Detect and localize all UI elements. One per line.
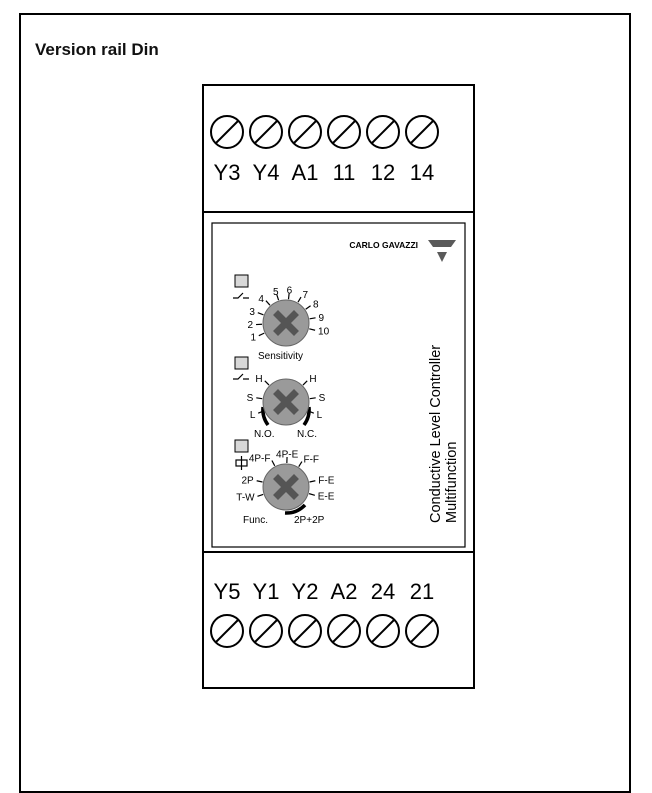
dial-tick-label: T-W [236, 493, 255, 504]
dial-tick-label: 4P-F [249, 453, 271, 464]
dial-tick-label: 2P [241, 476, 254, 487]
top-screw-icon[interactable] [289, 116, 321, 148]
bottom-terminal-label: A2 [331, 579, 358, 604]
bottom-terminal-label: 24 [371, 579, 395, 604]
top-screw-icon[interactable] [367, 116, 399, 148]
dial-tick-label: 2 [247, 320, 253, 331]
dial-tick-label: L [317, 410, 323, 421]
top-terminal-block [203, 85, 474, 212]
dial-tick-label: 3 [249, 307, 255, 318]
dial-tick-label: F-F [303, 455, 319, 466]
dial-tick-label: E-E [318, 492, 335, 503]
top-terminal-label: 14 [410, 160, 434, 185]
dial-tick-label: F-E [318, 476, 334, 487]
dial-tick-label: 7 [303, 290, 309, 301]
led-indicator-2 [235, 357, 248, 369]
bottom-screw-icon[interactable] [289, 615, 321, 647]
dial-tick [256, 398, 262, 399]
normally-closed-label: N.C. [297, 429, 317, 440]
function-label: Func. [243, 515, 268, 526]
dial-tick-label: 9 [318, 313, 324, 324]
bottom-terminal-label: 21 [410, 579, 434, 604]
top-terminal-label: A1 [292, 160, 319, 185]
top-screw-icon[interactable] [250, 116, 282, 148]
bottom-screw-icon[interactable] [367, 615, 399, 647]
dial-tick-label: 4P-E [276, 450, 299, 461]
top-screw-icon[interactable] [406, 116, 438, 148]
bottom-terminal-label: Y2 [292, 579, 319, 604]
bottom-screw-icon[interactable] [250, 615, 282, 647]
function-2p2p-label: 2P+2P [294, 515, 325, 526]
dial-tick-label: 5 [273, 287, 279, 298]
top-terminal-label: Y4 [253, 160, 280, 185]
top-screw-icon[interactable] [328, 116, 360, 148]
dial-tick-label: 10 [318, 326, 330, 337]
bottom-terminal-label: Y5 [214, 579, 241, 604]
dial-tick-label: L [250, 410, 256, 421]
normally-open-label: N.O. [254, 429, 275, 440]
dial-tick-label: 1 [251, 332, 257, 343]
dial-tick-label: H [309, 374, 316, 385]
dial-tick-label: 8 [313, 300, 319, 311]
dial-tick-label: 6 [287, 286, 293, 297]
product-name-line1: Conductive Level Controller [428, 345, 444, 523]
dial-tick-label: 4 [258, 294, 264, 305]
dial-tick-label: H [255, 374, 262, 385]
led-indicator-3 [235, 440, 248, 452]
top-terminal-label: 12 [371, 160, 395, 185]
top-terminal-label: Y3 [214, 160, 241, 185]
product-name-line2: Multifunction [444, 442, 460, 523]
bottom-screw-icon[interactable] [406, 615, 438, 647]
bottom-screw-icon[interactable] [328, 615, 360, 647]
top-screw-icon[interactable] [211, 116, 243, 148]
dial-tick [310, 398, 316, 399]
sensitivity-label: Sensitivity [258, 351, 303, 362]
brand-name: CARLO GAVAZZI [349, 240, 418, 250]
dial-tick-label: S [247, 393, 254, 404]
bottom-screw-icon[interactable] [211, 615, 243, 647]
led-indicator-1 [235, 275, 248, 287]
bottom-terminal-label: Y1 [253, 579, 280, 604]
dial-tick-label: S [319, 393, 326, 404]
top-terminal-label: 11 [333, 160, 356, 185]
